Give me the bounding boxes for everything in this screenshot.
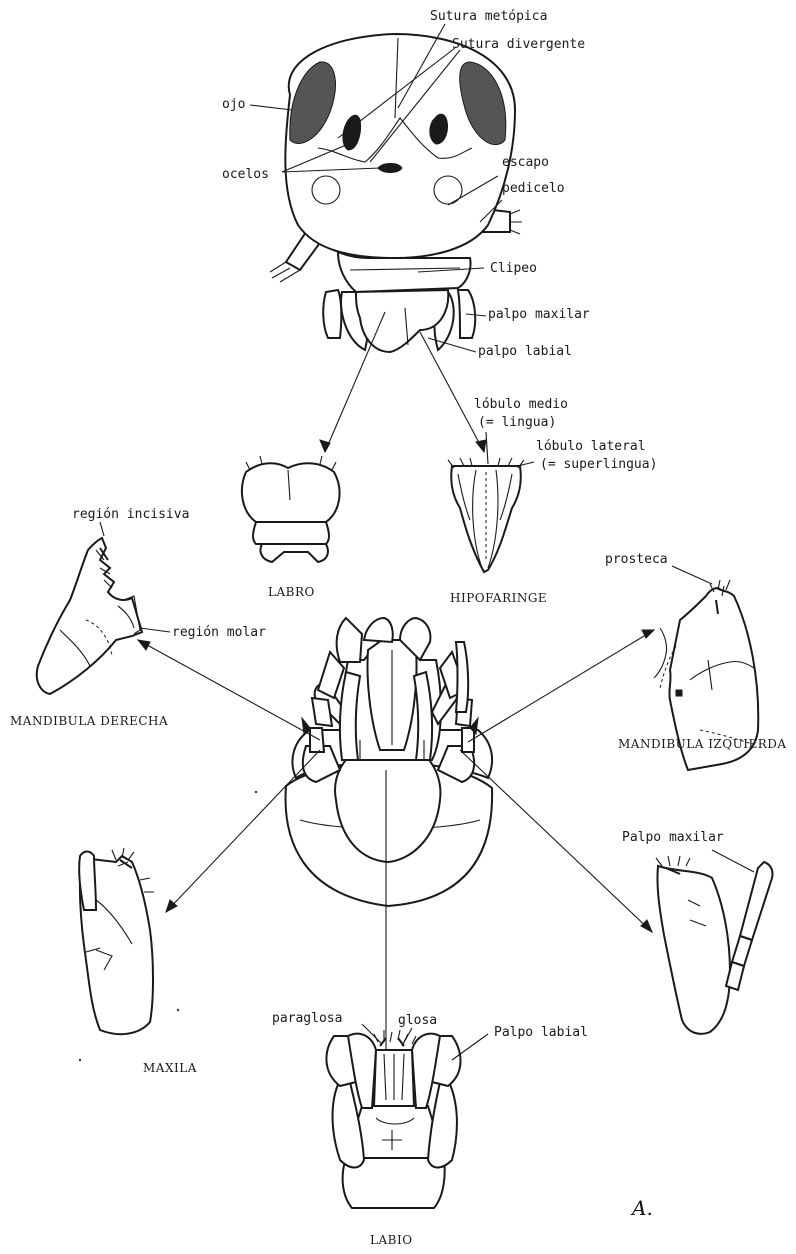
artist-signature: A. <box>632 1196 653 1220</box>
label-lobulo-lateral: lóbulo lateral <box>536 440 646 453</box>
label-sutura-divergente: Sutura divergente <box>452 38 585 51</box>
label-ojo: ojo <box>222 98 245 111</box>
label-pedicelo: pedicelo <box>502 182 565 195</box>
label-paraglosa: paraglosa <box>272 1012 342 1025</box>
label-palpo-labial-top: palpo labial <box>478 345 572 358</box>
labio-drawing <box>326 1030 460 1208</box>
caption-labio: LABIO <box>370 1234 413 1246</box>
labro-drawing <box>242 456 340 562</box>
maxila-drawing <box>79 848 154 1034</box>
label-palpo-labial-bottom: Palpo labial <box>494 1026 588 1039</box>
hipofaringe-drawing <box>448 458 524 572</box>
leader-prosteca <box>672 566 712 584</box>
caption-mandibula-izquierda: MANDIBULA IZQUIERDA <box>618 738 787 750</box>
label-glosa: glosa <box>398 1014 437 1027</box>
label-superlingua: (= superlingua) <box>540 458 657 471</box>
maxila-palpo-drawing <box>656 856 773 1034</box>
label-lobulo-medio: lóbulo medio <box>474 398 568 411</box>
label-escapo: escapo <box>502 156 549 169</box>
caption-labro: LABRO <box>268 586 315 598</box>
leader-glosa <box>402 1028 412 1046</box>
label-lingua: (= lingua) <box>478 416 556 429</box>
label-prosteca: prosteca <box>605 553 668 566</box>
label-region-molar: región molar <box>172 626 266 639</box>
leader-region-incisiva <box>100 522 104 536</box>
head-frontal-view <box>270 34 522 352</box>
label-palpo-maxilar-top: palpo maxilar <box>488 308 590 321</box>
label-sutura-metopica: Sutura metópica <box>430 10 547 23</box>
leader-region-molar <box>140 628 170 632</box>
leader-palpo-maxilar-right <box>712 850 754 872</box>
caption-maxila: MAXILA <box>143 1062 197 1074</box>
label-ocelos: ocelos <box>222 168 269 181</box>
head-ventral-view <box>286 618 493 906</box>
label-region-incisiva: región incisiva <box>72 508 189 521</box>
label-palpo-maxilar-right: Palpo maxilar <box>622 831 724 844</box>
caption-mandibula-derecha: MANDIBULA DERECHA <box>10 715 168 727</box>
caption-hipofaringe: HIPOFARINGE <box>450 592 547 604</box>
mandibula-derecha-drawing <box>37 538 142 694</box>
label-clipeo: Clipeo <box>490 262 537 275</box>
